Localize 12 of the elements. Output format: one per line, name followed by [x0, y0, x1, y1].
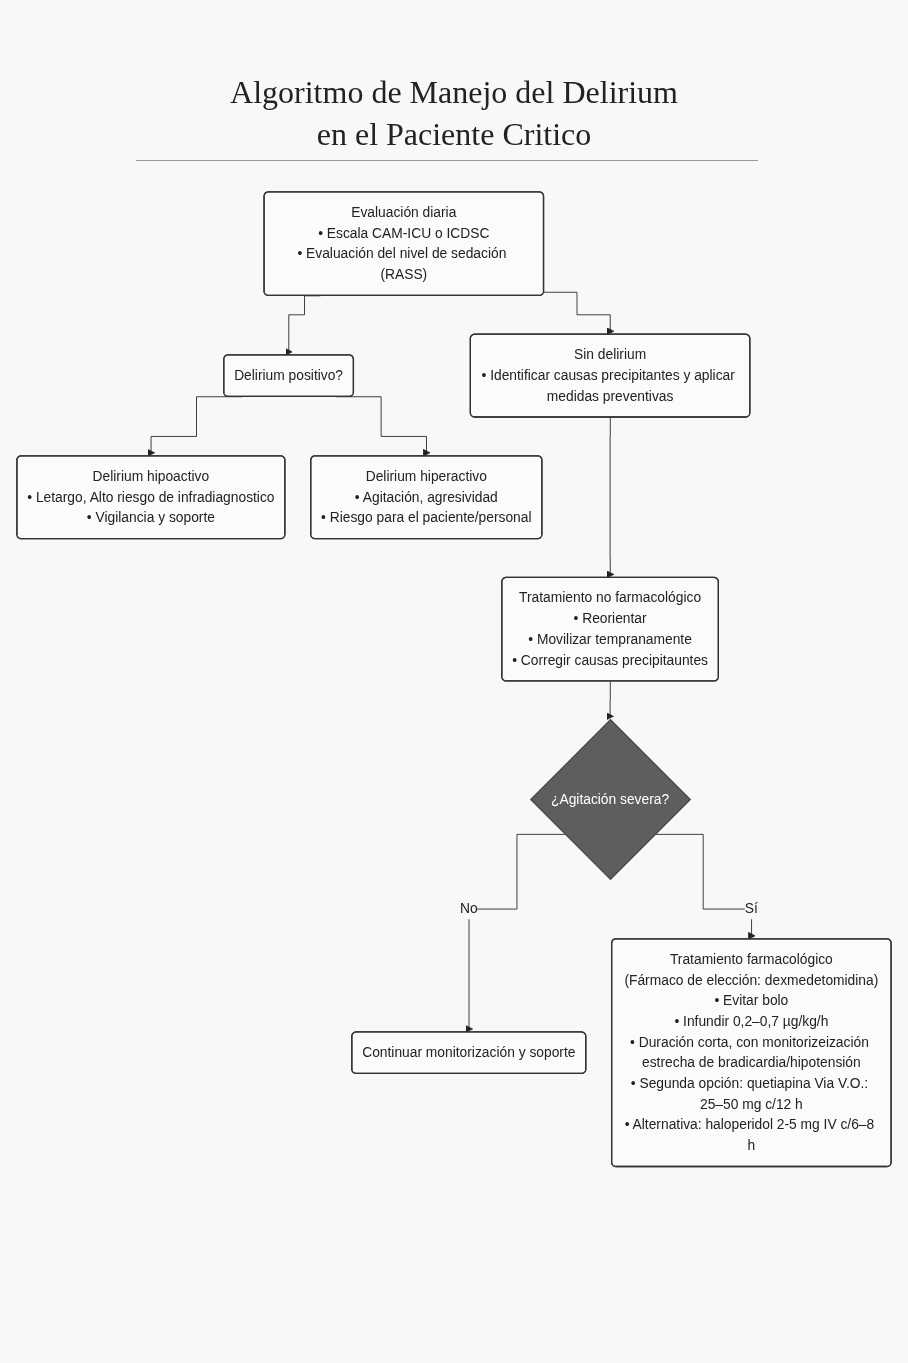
process-box: Delirium hiperactivo • Agitación, agresividad • Riesgo para el paciente/personal: [310, 455, 543, 540]
process-box: Sin delirium • Identificar causas precipitantes y aplicar medidas preventivas: [469, 333, 751, 418]
process-box: Tratamiento no farmacológico • Reorientar • Movilizar tempranamente • Corregir causas precipitauntes: [501, 576, 719, 682]
edge-label: Sí: [744, 901, 758, 916]
diagram-title: Algoritmo de Manejo del Delirium en el Paciente Critico: [229, 73, 679, 154]
edge-label: No: [459, 901, 478, 916]
process-box: Delirium positivo?: [223, 354, 355, 397]
process-box: Delirium hipoactivo • Letargo, Alto riesgo de infradiagnostico • Vigilancia y soporte: [16, 455, 286, 540]
decision-diamond: ¿Agitación severa?: [529, 718, 692, 881]
process-box: Continuar monitorización y soporte: [351, 1031, 587, 1074]
process-box: Tratamiento farmacológico (Fármaco de elección: dexmedetomidina) • Evitar bolo • Infundir 0,2–0,7 µg/kg/h • Duración corta, con monitorizeización estrecha de bradicardia/hipotensión • Segunda opción: quetiapina Via V.O.: 25–50 mg c/12 h • Alternativa: haloperidol 2-5 mg IV c/6–8 h: [611, 938, 892, 1168]
process-box: Evaluación diaria • Escala CAM-ICU o ICDSC • Evaluación del nivel de sedación (RASS): [263, 191, 545, 297]
